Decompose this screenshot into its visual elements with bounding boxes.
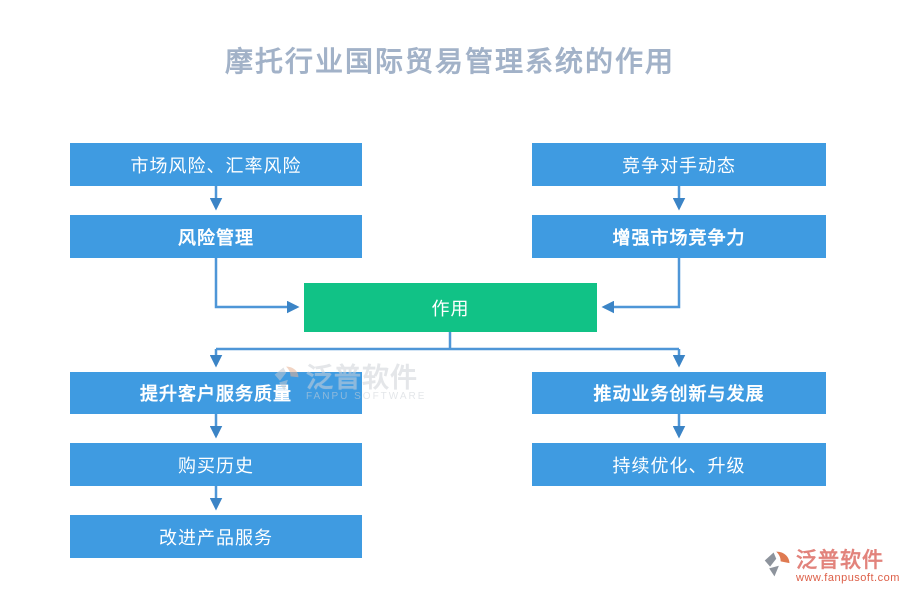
node-market-competitiveness: 增强市场竞争力	[532, 215, 826, 258]
node-market-risk: 市场风险、汇率风险	[70, 143, 362, 186]
diagram-title: 摩托行业国际贸易管理系统的作用	[224, 47, 675, 78]
node-business-innovation: 推动业务创新与发展	[532, 372, 826, 414]
node-purchase-history: 购买历史	[70, 443, 362, 486]
logo-text-cn: 泛普软件	[796, 548, 884, 572]
node-improve-products: 改进产品服务	[70, 515, 362, 558]
node-customer-service: 提升客户服务质量	[70, 372, 362, 414]
fanpu-logo-icon	[763, 549, 793, 584]
node-continuous-optimization: 持续优化、升级	[532, 443, 826, 486]
node-competitor-dynamics: 竞争对手动态	[532, 143, 826, 186]
node-risk-management: 风险管理	[70, 215, 362, 258]
node-role-center: 作用	[304, 283, 597, 332]
fanpu-brand-logo: 泛普软件 www.fanpusoft.com	[763, 549, 900, 584]
logo-url: www.fanpusoft.com	[796, 572, 900, 584]
